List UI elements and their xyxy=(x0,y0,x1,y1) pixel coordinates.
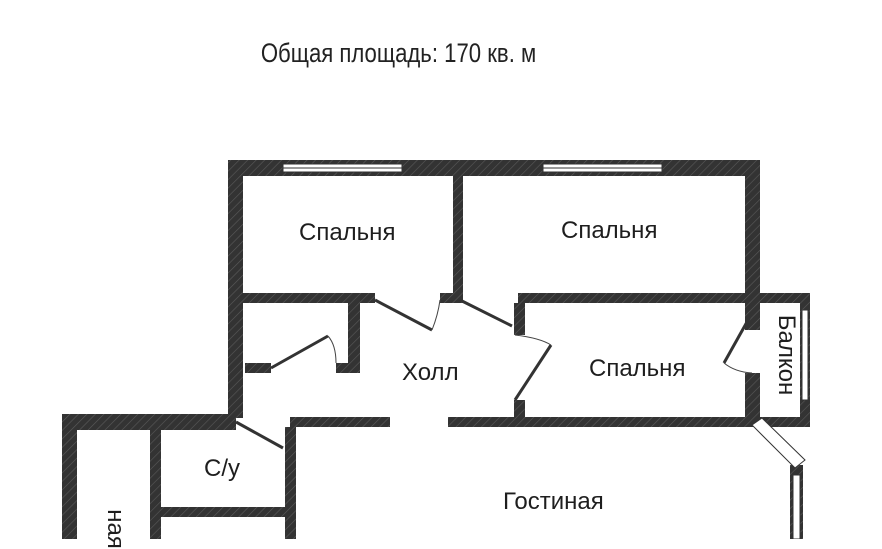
room-label-living-room: Гостиная xyxy=(503,488,604,515)
room-label-bedroom-3: Спальня xyxy=(589,355,686,382)
room-label-partial: ная xyxy=(101,509,129,549)
total-area-title: Общая площадь: 170 кв. м xyxy=(260,38,537,68)
room-label-bathroom: С/у xyxy=(204,455,240,482)
room-label-hall: Холл xyxy=(402,359,459,386)
room-label-balcony: Балкон xyxy=(773,314,801,396)
windows xyxy=(282,163,809,539)
doors xyxy=(235,298,754,450)
walls xyxy=(62,160,810,539)
room-label-bedroom-1: Спальня xyxy=(299,219,396,246)
room-label-bedroom-2: Спальня xyxy=(561,217,658,244)
